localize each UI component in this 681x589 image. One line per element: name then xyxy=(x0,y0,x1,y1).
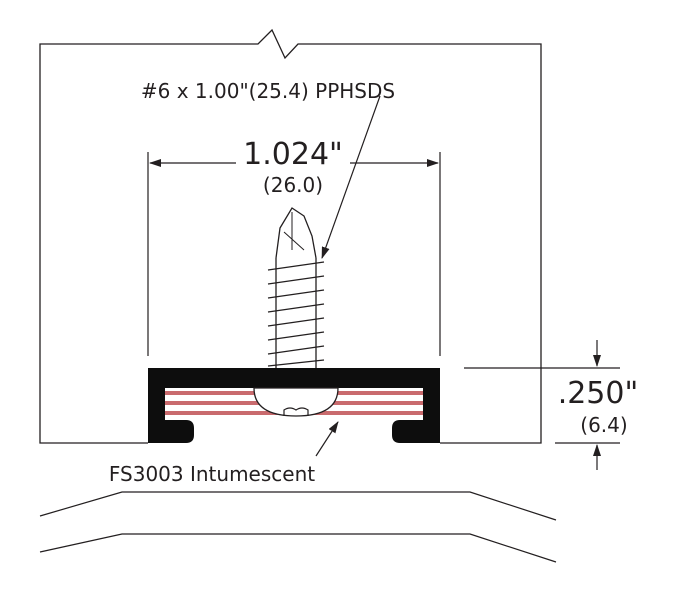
material-leader xyxy=(315,421,339,457)
channel-profile xyxy=(148,368,440,443)
screw-spec-label: #6 x 1.00"(25.4) PPHSDS xyxy=(141,79,395,103)
width-mm-label: (26.0) xyxy=(263,173,323,197)
screw-head xyxy=(253,387,339,417)
sill-break-lines xyxy=(39,491,557,563)
screw-threads xyxy=(267,261,325,367)
height-mm-label: (6.4) xyxy=(580,413,627,437)
height-inch-label: .250" xyxy=(558,376,639,411)
screw-shank xyxy=(267,207,325,368)
substrate-outline xyxy=(39,28,542,444)
material-label: FS3003 Intumescent xyxy=(109,462,315,486)
width-inch-label: 1.024" xyxy=(243,137,343,172)
height-dimension xyxy=(464,340,620,470)
width-dimension xyxy=(147,152,441,356)
screw-leader xyxy=(321,95,381,259)
